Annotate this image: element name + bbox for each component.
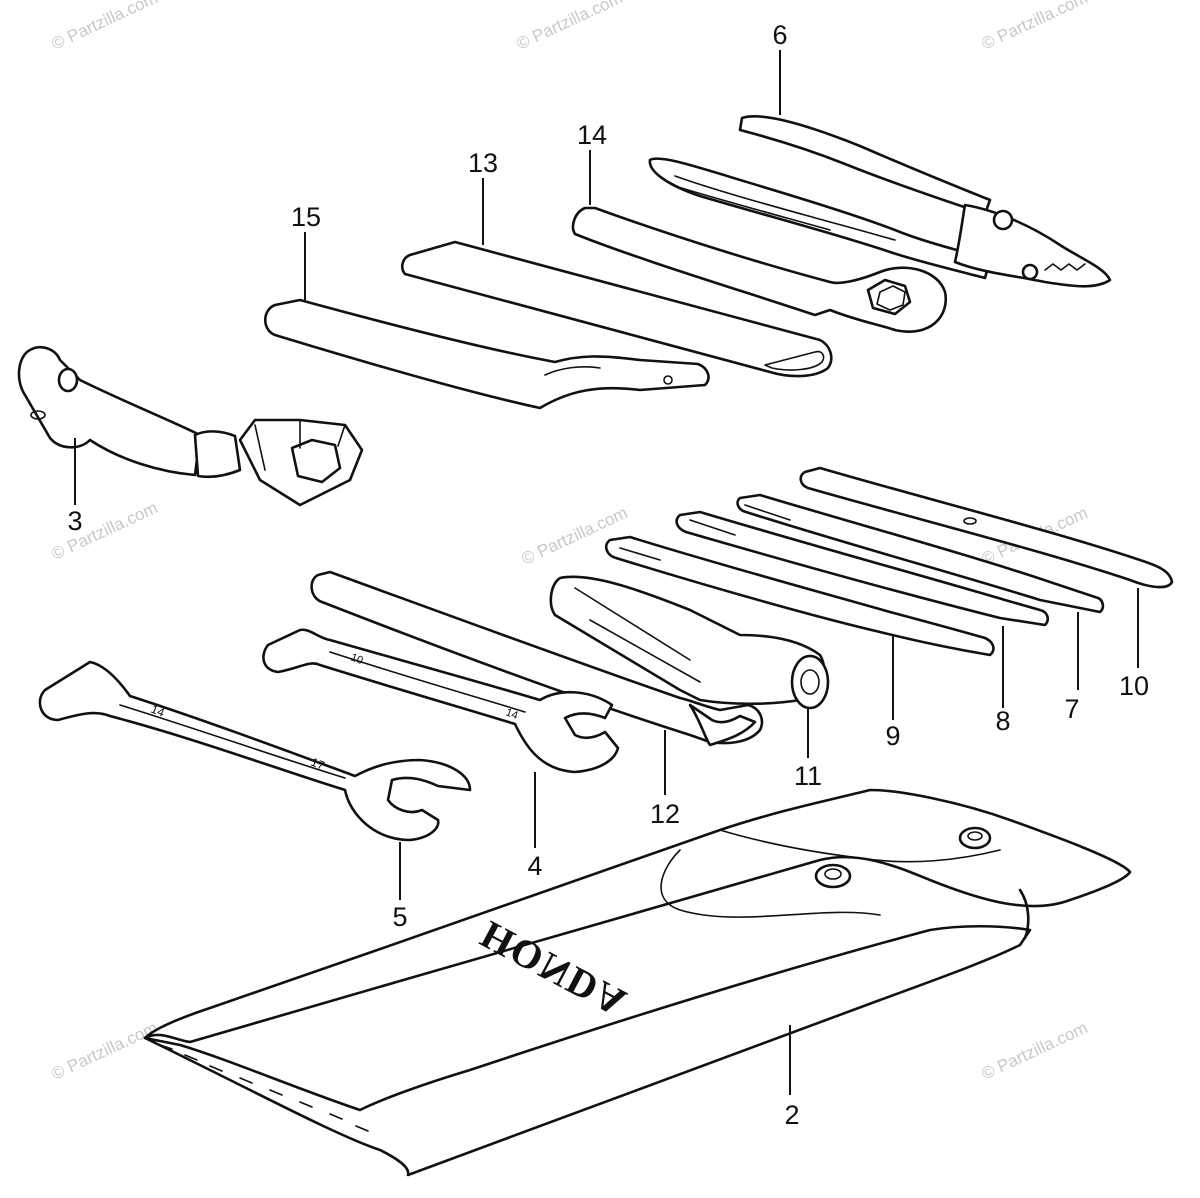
svg-text:10: 10	[349, 652, 365, 667]
callout-5[interactable]: 5	[392, 902, 407, 932]
part-14-ring-wrench[interactable]	[571, 206, 948, 333]
callout-4[interactable]: 4	[527, 851, 542, 881]
part-5-wrench[interactable]: 14 17	[38, 660, 472, 842]
part-3-plug-wrench[interactable]	[17, 346, 364, 507]
callout-6[interactable]: 6	[772, 20, 787, 50]
watermark: © Partzilla.com	[49, 1018, 161, 1084]
watermark: © Partzilla.com	[979, 0, 1091, 54]
part-10-flat-rod[interactable]	[799, 466, 1174, 589]
part-9-bit[interactable]	[604, 535, 995, 657]
svg-text:17: 17	[309, 755, 327, 773]
svg-text:14: 14	[149, 702, 167, 720]
part-13-flat-bar[interactable]	[400, 240, 833, 378]
watermark: © Partzilla.com	[49, 0, 161, 54]
callout-14[interactable]: 14	[577, 120, 607, 150]
callout-7[interactable]: 7	[1064, 694, 1079, 724]
watermark: © Partzilla.com	[519, 503, 631, 569]
callout-15[interactable]: 15	[291, 202, 321, 232]
part-2-tool-bag[interactable]: HONDA	[143, 788, 1132, 1177]
callout-12[interactable]: 12	[650, 799, 680, 829]
watermark: © Partzilla.com	[49, 498, 161, 564]
callout-3[interactable]: 3	[67, 506, 82, 536]
watermark: © Partzilla.com	[979, 1018, 1091, 1084]
part-8-bit[interactable]	[675, 510, 1050, 627]
part-4-wrench[interactable]: 10 14	[262, 628, 620, 774]
part-15-pin-spanner[interactable]	[263, 298, 710, 410]
callout-10[interactable]: 10	[1119, 671, 1149, 701]
leader-lines	[74, 50, 1139, 1095]
callout-8[interactable]: 8	[995, 706, 1010, 736]
part-6-pliers[interactable]	[648, 115, 1112, 288]
watermark: © Partzilla.com	[514, 0, 626, 54]
callout-11[interactable]: 11	[794, 761, 822, 791]
svg-text:14: 14	[504, 707, 520, 722]
part-12-bar[interactable]	[310, 570, 764, 747]
callout-9[interactable]: 9	[885, 721, 900, 751]
callout-13[interactable]: 13	[468, 148, 498, 178]
callout-2[interactable]: 2	[784, 1100, 799, 1130]
part-11-driver-handle[interactable]	[549, 575, 830, 710]
part-7-bit[interactable]	[736, 493, 1105, 614]
callouts: 6 14 13 15 3 10 7 8 9 11 12 4 5 2	[67, 20, 1149, 1130]
